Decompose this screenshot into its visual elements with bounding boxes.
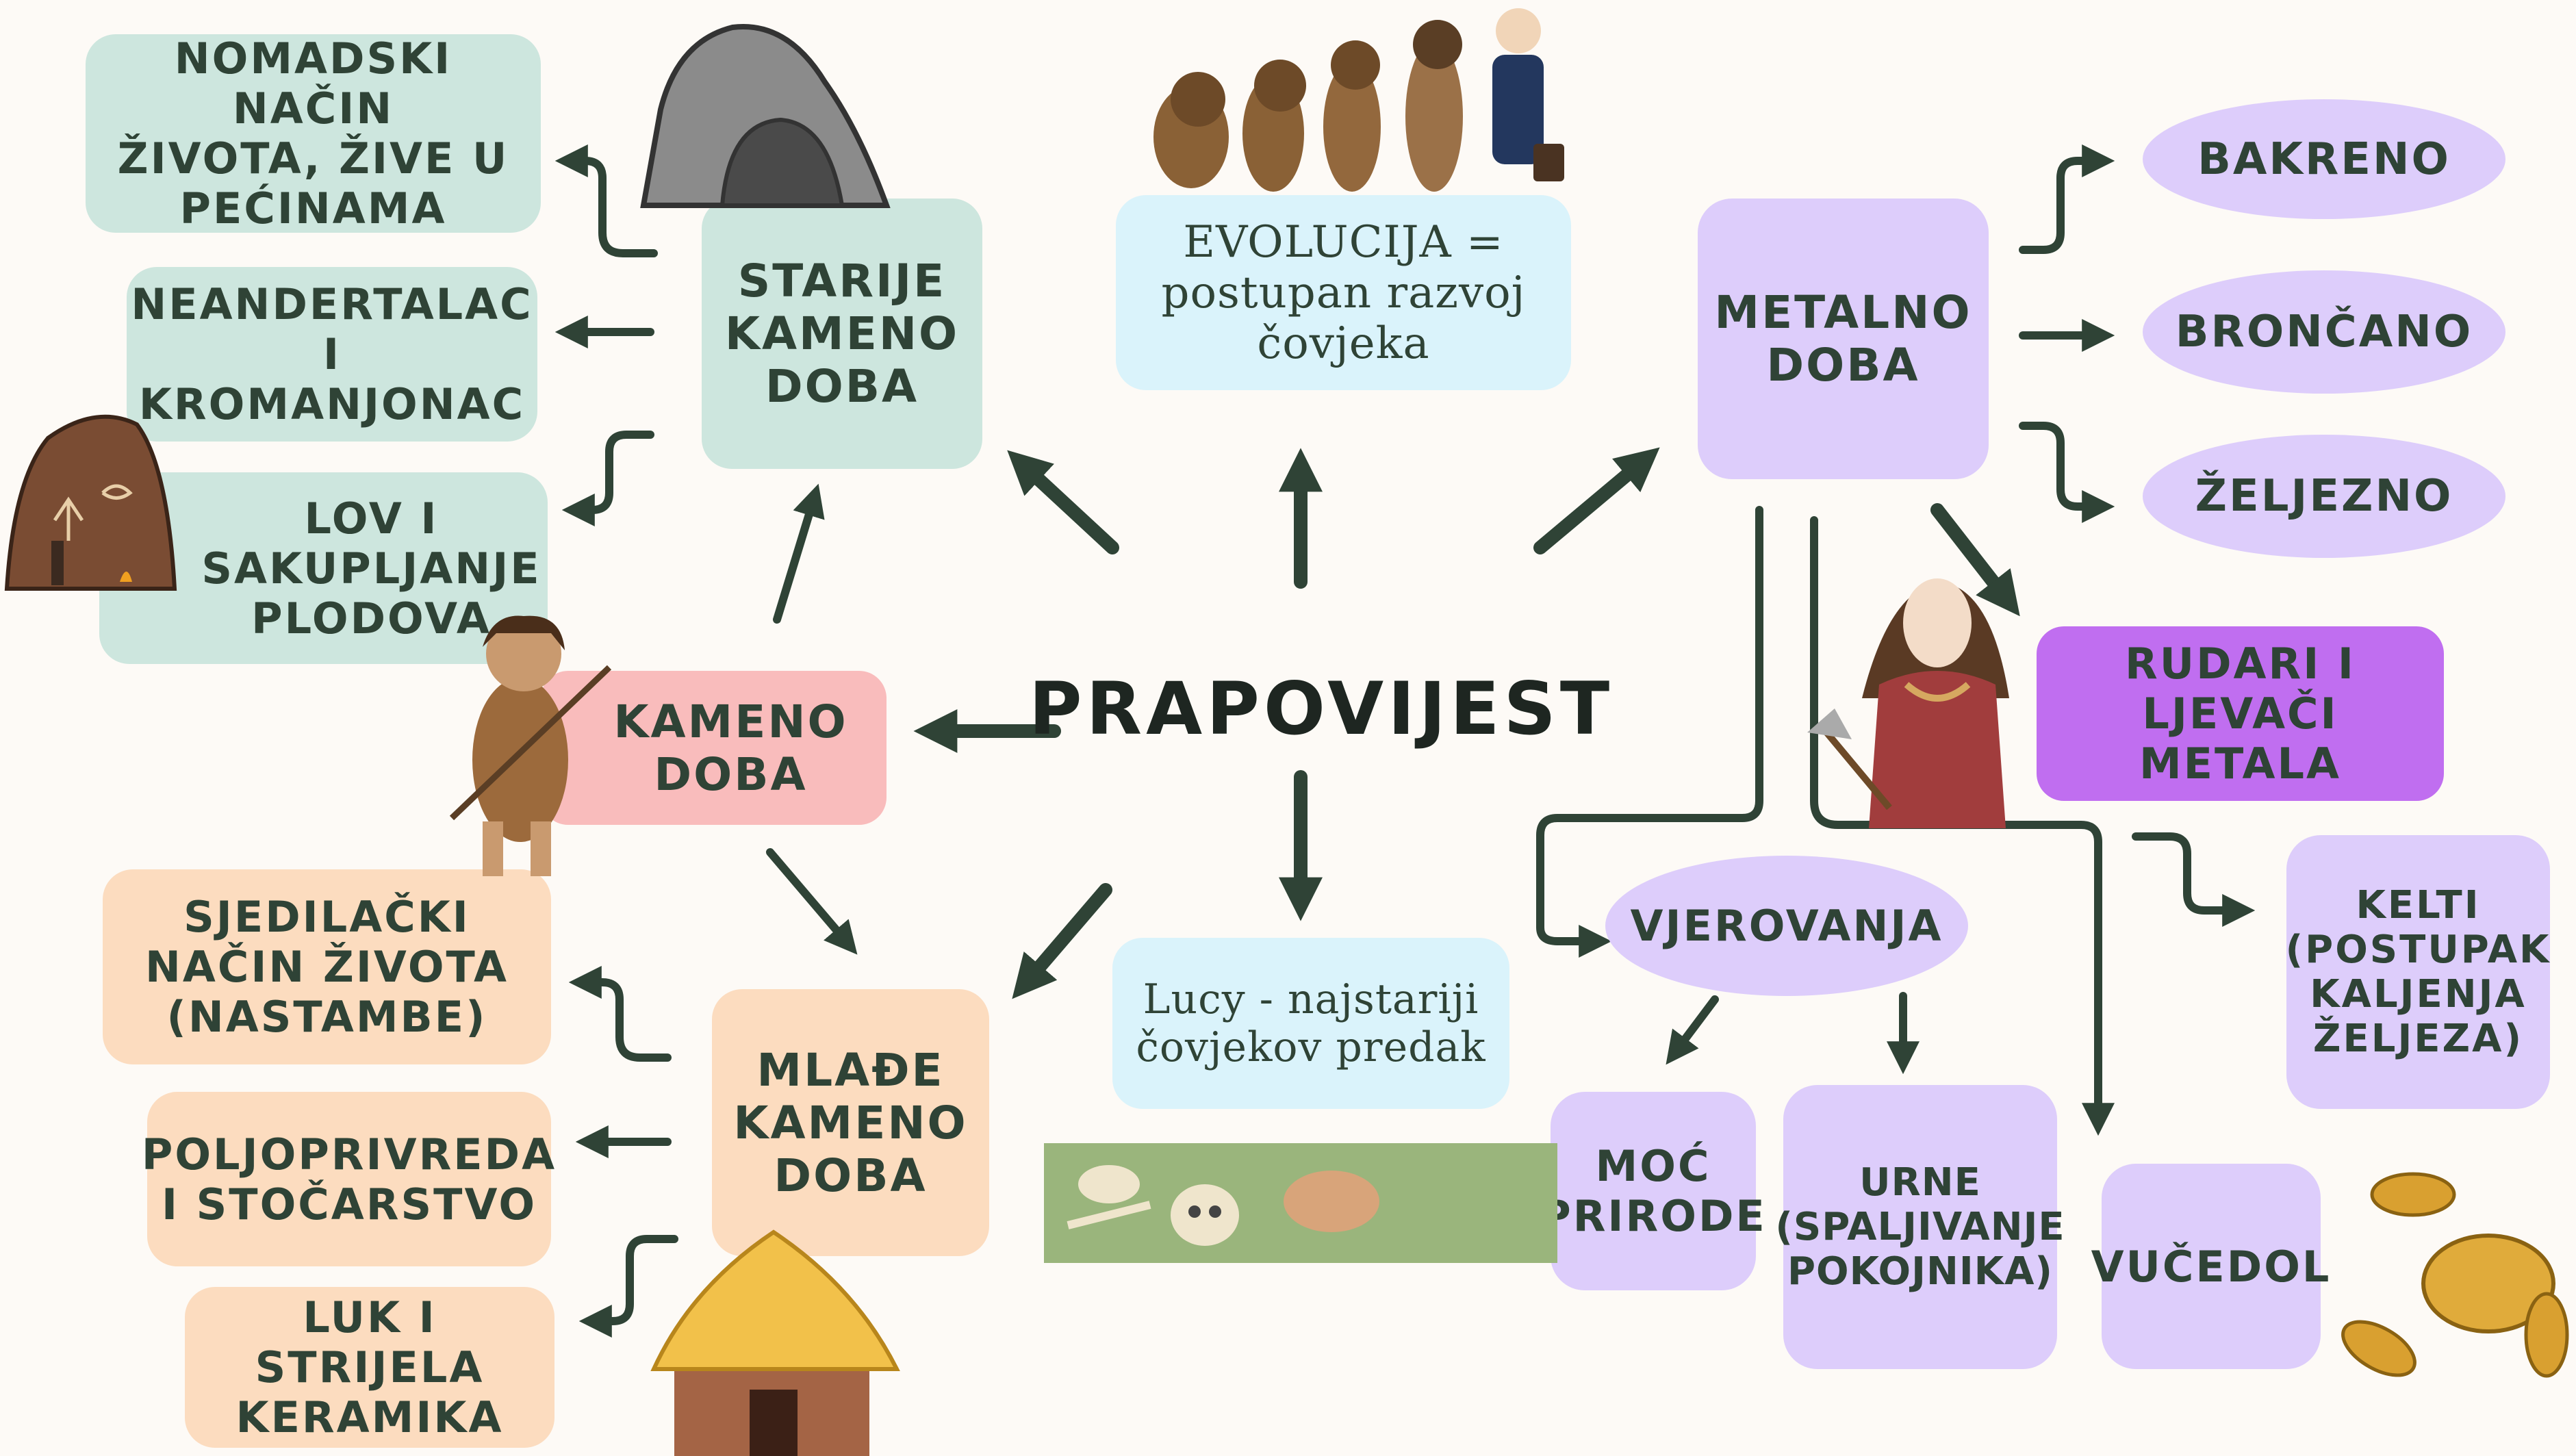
arrow-to-starije <box>1007 450 1119 554</box>
rudari-node: RUDARI I LJEVAČI METALA <box>2037 626 2444 801</box>
arrow-metalno-rudari <box>1930 503 2020 617</box>
vjerovanja-node: VJEROVANJA <box>1605 856 1968 996</box>
kelti-node: KELTI (POSTUPAK KALJENJA ŽELJEZA) <box>2286 835 2550 1109</box>
evolucija-node: EVOLUCIJA = postupan razvoj čovjeka <box>1116 195 1571 390</box>
arrow-mlade-item-3 <box>578 1235 678 1338</box>
hut-icon <box>650 1229 900 1456</box>
arrow-starije-item-3 <box>561 431 654 526</box>
moc-prirode-node: MOĆ PRIRODE <box>1540 1092 1765 1290</box>
iron-age-woman-icon <box>1807 578 2009 828</box>
kameno-doba-node: KAMENO DOBA <box>541 671 887 825</box>
urne-node: URNE (SPALJIVANJE POKOJNIKA) <box>1775 1085 2065 1369</box>
vucedol-node: VUČEDOL <box>2091 1164 2329 1369</box>
arrow-to-metalno <box>1533 447 1660 554</box>
arrow-metalno-vjerovanja <box>1536 506 1763 958</box>
cave-icon <box>640 24 891 208</box>
arrow-to-mlade-center <box>1012 883 1112 999</box>
arrow-starije-item-1 <box>554 144 658 257</box>
arrow-mlade-item-1 <box>568 966 672 1062</box>
metalno-doba-node: METALNO DOBA <box>1698 199 1989 479</box>
broncano-node: BRONČANO <box>2143 270 2505 394</box>
starije-item-nomadski: NOMADSKI NAČIN ŽIVOTA, ŽIVE U PEĆINAMA <box>86 34 541 233</box>
zeljezno-node: ŽELJEZNO <box>2143 435 2505 558</box>
starije-kameno-doba-node: STARIJE KAMENO DOBA <box>702 199 982 469</box>
lucy-node: Lucy - najstariji čovjekov predak <box>1112 938 1509 1109</box>
coins-icon <box>2341 1172 2569 1378</box>
arrow-kameno-to-starije <box>773 483 825 624</box>
arrow-kameno-to-mlade <box>766 848 858 955</box>
mlade-kameno-doba-node: MLAĐE KAMENO DOBA <box>712 989 989 1256</box>
bakreno-node: BAKRENO <box>2143 99 2505 219</box>
center-title: PRAPOVIJEST <box>1028 666 1614 751</box>
arrow-rudari-kelti <box>2132 832 2256 927</box>
mlade-item-luk: LUK I STRIJELA KERAMIKA <box>185 1287 554 1448</box>
evolution-figures-icon <box>1153 8 1564 192</box>
arrow-metalno-zeljezno <box>2019 422 2115 523</box>
mlade-item-sjedilacki: SJEDILAČKI NAČIN ŽIVOTA (NASTAMBE) <box>103 869 551 1064</box>
caveman-icon <box>449 615 612 876</box>
starije-item-neandertalac: NEANDERTALAC I KROMANJONAC <box>127 267 537 442</box>
arrow-metalno-bakreno <box>2019 144 2115 254</box>
mlade-item-poljoprivreda: POLJOPRIVREDA I STOČARSTVO <box>142 1092 554 1266</box>
fossil-bones-icon <box>1044 1143 1557 1263</box>
cave-painting-icon <box>4 414 177 591</box>
arrow-vjerovanja-moc <box>1666 995 1719 1065</box>
